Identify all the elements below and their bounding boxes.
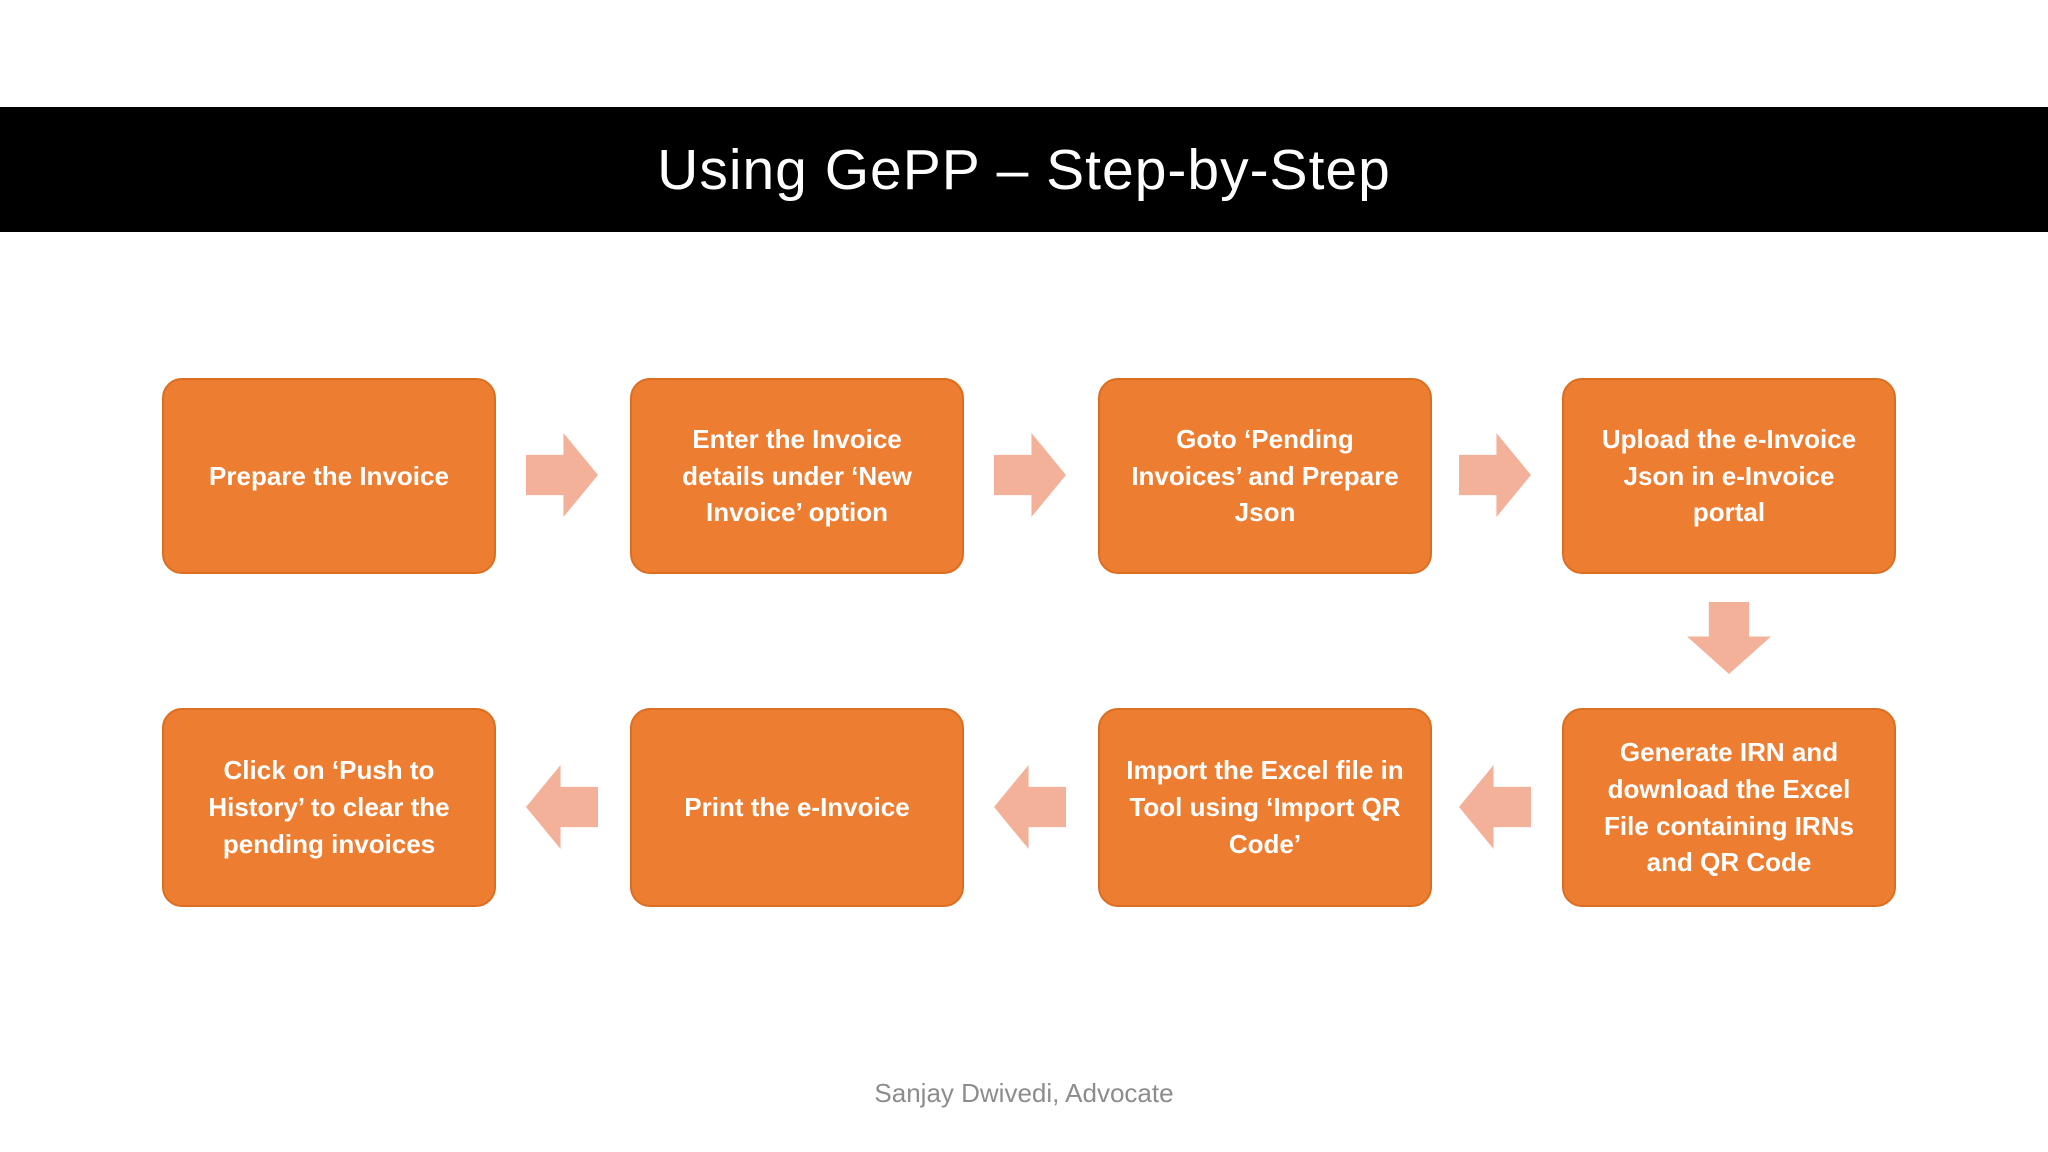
step-1-box: Prepare the Invoice [162,378,496,574]
page-title: Using GePP – Step-by-Step [657,137,1391,202]
step-8-label: Click on ‘Push to History’ to clear the … [208,755,450,859]
step-1-label: Prepare the Invoice [209,460,449,491]
step-6-label: Import the Excel file in Tool using ‘Imp… [1126,755,1404,859]
step-2-label: Enter the Invoice details under ‘New Inv… [682,423,912,528]
step-4-label: Upload the e-Invoice Json in e-Invoice p… [1601,423,1857,528]
flow-arrow-right-icon [994,433,1066,517]
step-5-box: Generate IRN and download the Excel File… [1562,708,1896,907]
flow-arrow-left-icon [526,765,598,849]
step-7-box: Print the e-Invoice [630,708,964,907]
title-bar: Using GePP – Step-by-Step [0,107,2048,232]
step-8-box: Click on ‘Push to History’ to clear the … [162,708,496,907]
flow-arrow-left-icon [1459,765,1531,849]
flow-arrow-right-icon [1459,433,1531,517]
step-3-label: Goto ‘Pending Invoices’ and Prepare Json [1131,423,1399,528]
step-4-box: Upload the e-Invoice Json in e-Invoice p… [1562,378,1896,574]
step-7-label: Print the e-Invoice [684,792,910,823]
step-3-box: Goto ‘Pending Invoices’ and Prepare Json [1098,378,1432,574]
step-5-label: Generate IRN and download the Excel File… [1604,736,1854,878]
flow-arrow-left-icon [994,765,1066,849]
flow-arrow-down-icon [1687,602,1771,674]
step-6-box: Import the Excel file in Tool using ‘Imp… [1098,708,1432,907]
flow-arrow-right-icon [526,433,598,517]
footer-credit: Sanjay Dwivedi, Advocate [874,1078,1174,1108]
step-2-box: Enter the Invoice details under ‘New Inv… [630,378,964,574]
